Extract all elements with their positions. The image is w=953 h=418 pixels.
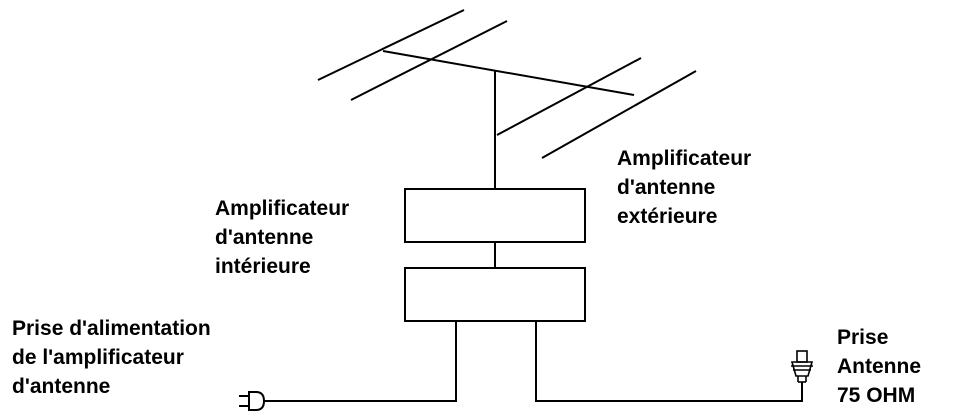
power-plug-icon bbox=[239, 391, 266, 411]
antenna-socket-label: Prise Antenne 75 OHM bbox=[837, 323, 921, 410]
plug-body bbox=[248, 391, 266, 411]
power-socket-label: Prise d'alimentation de l'amplificateur … bbox=[12, 314, 211, 401]
label-line: Prise bbox=[837, 326, 889, 349]
label-line: Amplificateur bbox=[215, 197, 350, 220]
label-line: intérieure bbox=[215, 255, 311, 278]
label-line: Antenne bbox=[837, 355, 921, 378]
label-line: d'antenne bbox=[215, 226, 314, 249]
label-line: d'antenne bbox=[617, 176, 716, 199]
yagi-antenna-icon bbox=[317, 9, 697, 189]
connector-neck bbox=[796, 350, 808, 363]
outdoor-amplifier-box bbox=[404, 188, 586, 243]
antenna-element bbox=[541, 70, 697, 159]
label-line: extérieure bbox=[617, 205, 718, 228]
antenna-boom bbox=[382, 50, 635, 96]
label-line: de l'amplificateur bbox=[12, 346, 184, 369]
indoor-amplifier-box bbox=[404, 267, 586, 322]
outdoor-amplifier-label: Amplificateur d'antenne extérieure bbox=[617, 144, 751, 231]
antenna-element bbox=[317, 9, 465, 81]
indoor-amplifier-label: Amplificateur d'antenne intérieure bbox=[215, 194, 349, 281]
label-line: Prise d'alimentation bbox=[12, 317, 211, 340]
label-line: Amplificateur bbox=[617, 147, 752, 170]
antenna-element bbox=[350, 20, 508, 101]
antenna-element bbox=[496, 57, 642, 136]
label-line: d'antenne bbox=[12, 375, 111, 398]
antenna-cable bbox=[535, 321, 803, 402]
connector-head bbox=[790, 361, 814, 377]
label-line: 75 OHM bbox=[837, 384, 916, 407]
coax-connector-icon bbox=[790, 350, 814, 383]
power-cable bbox=[263, 321, 457, 402]
